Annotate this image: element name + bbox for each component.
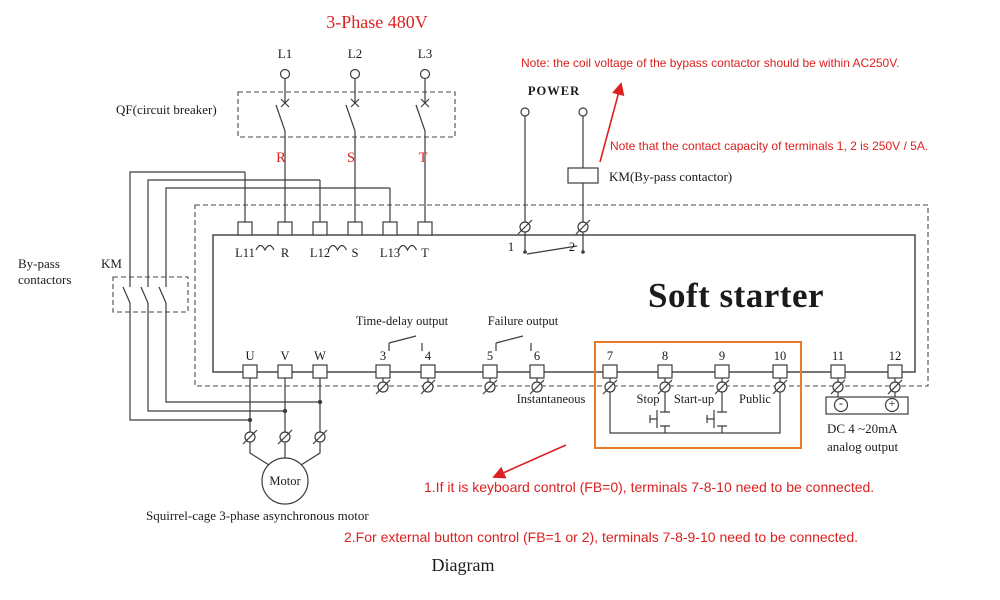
top-terminal-label-l13: L13: [379, 246, 401, 260]
dc-output-label-line1: DC 4 ~20mA: [827, 421, 898, 436]
dashed-enclosures: [112, 91, 929, 387]
bottom-terminal-label-5: 5: [486, 349, 494, 363]
bottom-terminal-label-10: 10: [773, 349, 787, 363]
phase-wire-label-r: R: [276, 150, 286, 166]
bottom-terminal-label-11: 11: [831, 349, 845, 363]
failure-contact: [495, 335, 532, 351]
starter-cabinet-box: [194, 204, 929, 387]
breaker-pole-1: [275, 98, 290, 132]
symbol-details: [122, 98, 903, 445]
keyboard-note-arrow: [492, 444, 567, 479]
power-terminal-left: [520, 107, 530, 117]
km-coil-label: KM(By-pass contactor): [609, 169, 733, 184]
phase-wire-label-t: T: [418, 150, 428, 166]
bottom-terminal-label-6: 6: [533, 349, 541, 363]
relay-terminal-label-2: 2: [568, 240, 576, 254]
motor-caption: Squirrel-cage 3-phase asynchronous motor: [146, 508, 369, 523]
instantaneous-label: Instantaneous: [516, 392, 586, 406]
startup-label: Start-up: [673, 392, 715, 406]
motor-circle: [261, 457, 309, 505]
relay-contact-blade: [526, 245, 578, 255]
phase-terminal-l1: [279, 68, 291, 80]
power-terminal-right: [578, 107, 588, 117]
bottom-terminal-label-u: U: [245, 349, 255, 363]
control-terminals-highlight-box: [594, 341, 802, 449]
dc-output-label-line2: analog output: [827, 439, 899, 454]
time-delay-output-label: Time-delay output: [355, 314, 449, 328]
phase-label-l1: L1: [277, 46, 293, 61]
power-label: POWER: [527, 84, 581, 98]
bypass-contact-blades: [122, 286, 167, 304]
bypass-label-line2: contactors: [18, 272, 72, 287]
ct-symbol-2: [327, 244, 348, 252]
soft-starter-title: Soft starter: [648, 276, 825, 315]
phase-terminal-l2: [349, 68, 361, 80]
bottom-terminal-label-v: V: [280, 349, 290, 363]
note-external-control: 2.For external button control (FB=1 or 2…: [344, 529, 859, 545]
bottom-terminal-label-4: 4: [424, 349, 432, 363]
wires: [129, 78, 896, 466]
top-terminal-label-l12: L12: [309, 246, 331, 260]
phase-label-l2: L2: [347, 46, 363, 61]
bottom-terminal-label-8: 8: [661, 349, 669, 363]
phase-wire-label-s: S: [346, 150, 356, 166]
time-delay-contact: [388, 335, 423, 351]
failure-output-label: Failure output: [487, 314, 559, 328]
ct-symbol-1: [255, 244, 275, 252]
bypass-contactor-box: [112, 276, 189, 313]
km-label: KM: [101, 256, 122, 271]
supply-voltage-label: 3-Phase 480V: [326, 12, 428, 32]
top-terminal-label-s: S: [351, 246, 359, 260]
ct-symbol-3: [397, 244, 418, 252]
circuit-breaker-box: [237, 91, 456, 138]
analog-minus-terminal: [833, 397, 849, 413]
km-coil-symbol: [567, 167, 599, 184]
public-label: Public: [739, 392, 771, 406]
stop-pushbutton: [649, 410, 670, 428]
diagram-caption: Diagram: [431, 555, 495, 575]
relay-terminal-label-1: 1: [507, 240, 515, 254]
motor-label: Motor: [269, 474, 301, 488]
bottom-terminal-label-3: 3: [379, 349, 387, 363]
phase-terminal-l3: [419, 68, 431, 80]
bottom-terminal-label-12: 12: [888, 349, 902, 363]
bottom-terminal-label-9: 9: [718, 349, 726, 363]
analog-plus-terminal: [884, 397, 900, 413]
analog-minus-sign: -: [839, 396, 843, 410]
coil-note-arrow: [599, 82, 625, 163]
note-contact-capacity: Note that the contact capacity of termin…: [610, 139, 929, 153]
annotation-arrows: [492, 82, 625, 479]
soft-starter-body: [212, 234, 916, 373]
bottom-terminal-label-w: W: [314, 349, 326, 363]
circuit-breaker-label: QF(circuit breaker): [116, 102, 217, 117]
breaker-pole-3: [415, 98, 430, 132]
bottom-terminal-label-7: 7: [606, 349, 614, 363]
bypass-label-line1: By-pass: [18, 256, 60, 271]
top-terminal-label-r: R: [280, 246, 290, 260]
note-keyboard-control: 1.If it is keyboard control (FB=0), term…: [424, 479, 875, 495]
top-terminal-label-t: T: [421, 246, 429, 260]
phase-label-l3: L3: [417, 46, 433, 61]
stop-label: Stop: [636, 392, 660, 406]
start-pushbutton: [706, 410, 727, 428]
note-coil-voltage: Note: the coil voltage of the bypass con…: [521, 56, 900, 70]
analog-plus-sign: +: [888, 396, 896, 410]
breaker-pole-2: [345, 98, 360, 132]
top-terminal-label-l11: L11: [235, 246, 255, 260]
